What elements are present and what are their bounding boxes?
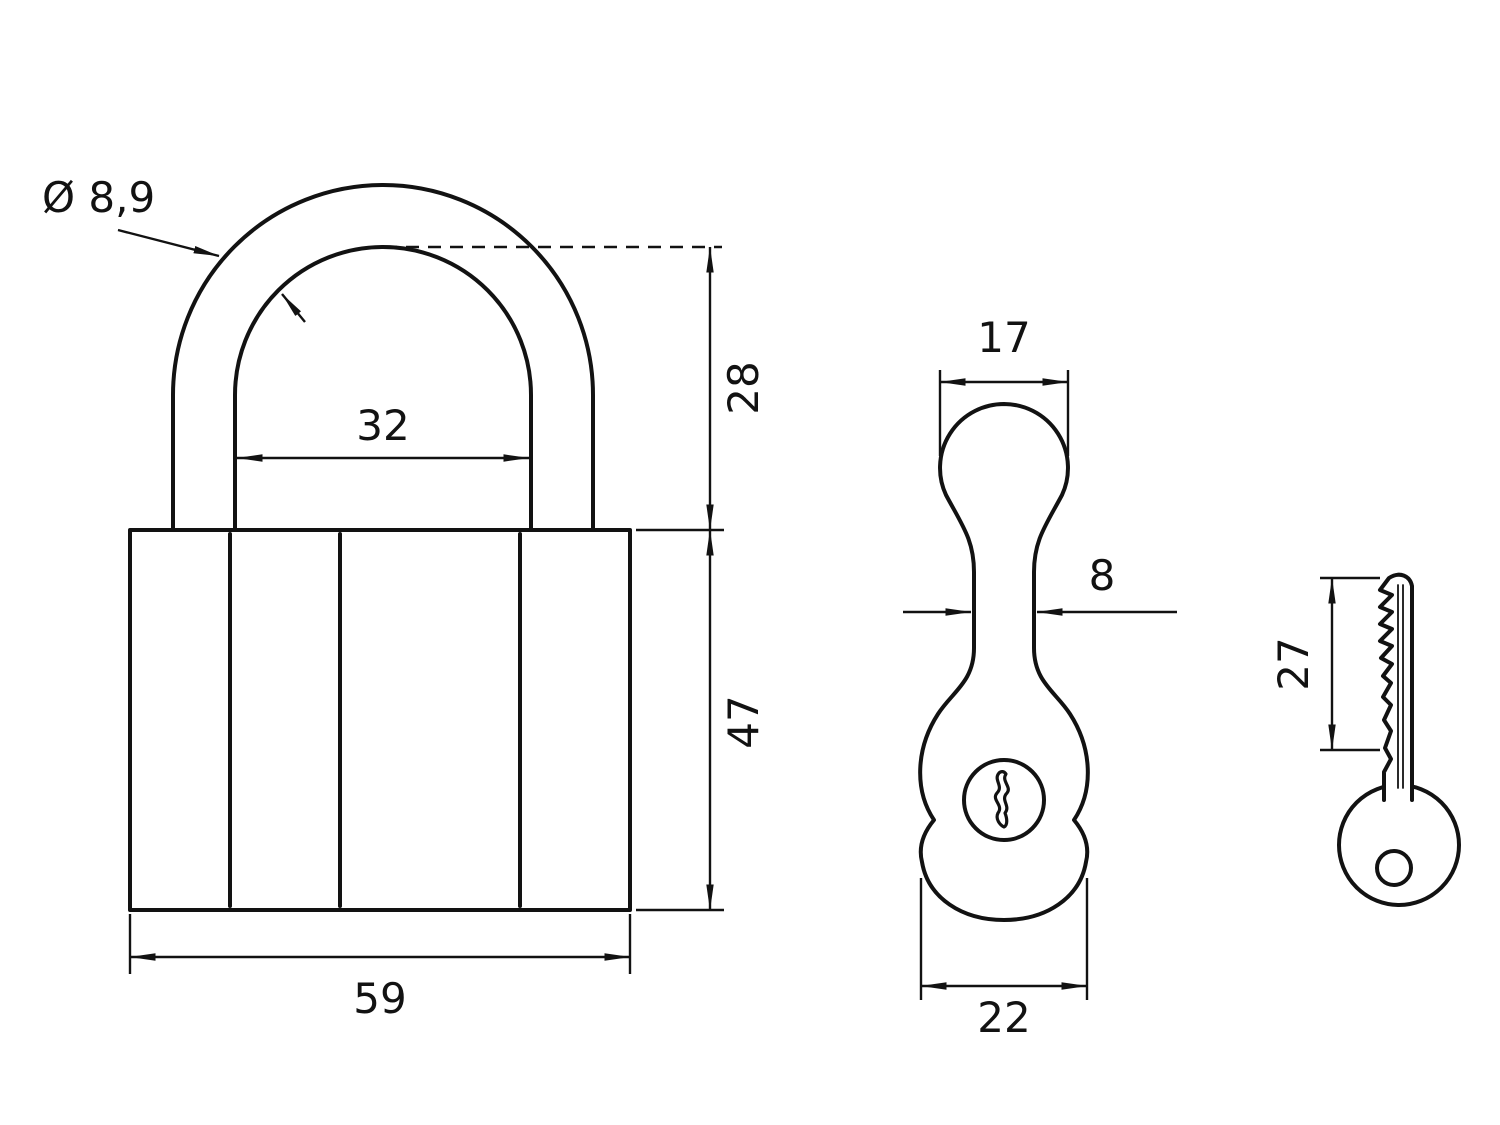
- dim-inner-width-label: 32: [356, 401, 409, 450]
- keyhole-ring: [962, 758, 1046, 842]
- key-dimensions: 27: [1269, 576, 1380, 752]
- padlock-body: [128, 528, 632, 912]
- key-bow: [1337, 783, 1461, 907]
- shackle-inner-outline: [233, 245, 533, 534]
- dim-body-width-label: 59: [353, 974, 406, 1023]
- side-view-dimensions: 17 8 22: [903, 313, 1177, 1042]
- padlock-front-view: [128, 183, 632, 912]
- dim-shackle-diameter-label: Ø 8,9: [42, 173, 155, 222]
- dim-bottom-width-label: 22: [977, 993, 1030, 1042]
- key-blade: [1378, 572, 1414, 802]
- key-side-view: [1337, 572, 1461, 907]
- dim-body-height-label: 47: [719, 695, 768, 748]
- dim-shackle-height-label: 28: [719, 361, 768, 414]
- leader-shackle-diameter-line: [117, 228, 220, 258]
- body-groove-lines: [228, 532, 522, 908]
- keyhole-slot: [993, 770, 1010, 829]
- shackle-outer-outline: [171, 183, 595, 534]
- front-view-dimensions: Ø 8,9 32 28 47 59: [42, 173, 768, 1023]
- side-profile-outline: [918, 402, 1090, 922]
- key-bow-hole: [1375, 849, 1413, 887]
- leader-shackle-inner-arrow: [281, 293, 306, 323]
- dim-top-width-label: 17: [977, 313, 1030, 362]
- padlock-side-view: [918, 402, 1090, 922]
- dim-neck-width-label: 8: [1089, 551, 1116, 600]
- dim-blade-length-label: 27: [1269, 637, 1318, 690]
